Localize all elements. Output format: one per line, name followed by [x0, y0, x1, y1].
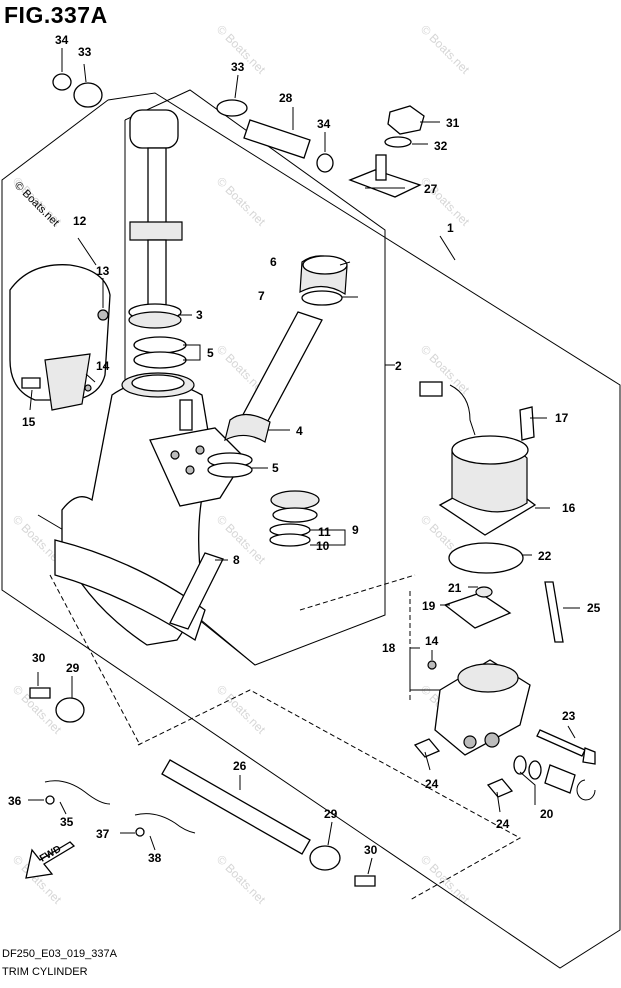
bolts-23-24 — [413, 729, 596, 798]
callout-31: 31 — [446, 116, 460, 130]
callout-28: 28 — [279, 91, 293, 105]
bracket-25 — [544, 581, 564, 643]
callout-33: 33 — [78, 45, 92, 59]
callout-25: 25 — [587, 601, 601, 615]
fitting-27-31-32 — [348, 105, 425, 198]
callout-13: 13 — [96, 264, 110, 278]
callout-2: 2 — [395, 359, 402, 373]
callout-35: 35 — [60, 815, 74, 829]
trim-pump-18 — [427, 586, 531, 756]
trim-motor-16 — [419, 381, 537, 574]
callout-27: 27 — [424, 182, 438, 196]
trim-rod-8 — [169, 552, 224, 630]
piston-rings-9-10-11 — [269, 490, 320, 547]
callout-17: 17 — [555, 411, 569, 425]
callout-1: 1 — [447, 221, 454, 235]
valve-20 — [513, 755, 596, 801]
callout-26: 26 — [233, 759, 247, 773]
callout-33: 33 — [231, 60, 245, 74]
callout-21: 21 — [448, 581, 462, 595]
callout-15: 15 — [22, 415, 36, 429]
watermark: © Boats.net — [214, 174, 269, 229]
callout-labels: 1 2 3 4 5 5 6 7 8 9 10 11 12 13 14 14 15… — [8, 33, 601, 865]
figure-caption: TRIM CYLINDER — [2, 966, 88, 978]
watermark: © Boats.net — [418, 22, 473, 77]
corner-watermark: © Boats.net — [12, 180, 61, 229]
callout-14: 14 — [96, 359, 110, 373]
trim-cylinder-body — [54, 109, 246, 646]
ground-wires — [44, 780, 196, 837]
callout-22: 22 — [538, 549, 552, 563]
pin-26-group — [29, 687, 376, 887]
callout-29: 29 — [66, 661, 80, 675]
callout-20: 20 — [540, 807, 554, 821]
callout-6: 6 — [270, 255, 277, 269]
watermark: © Boats.net — [418, 852, 473, 907]
watermark: © Boats.net — [214, 852, 269, 907]
callout-30: 30 — [32, 651, 46, 665]
callout-11: 11 — [318, 525, 331, 539]
callout-36: 36 — [8, 794, 22, 808]
callout-8: 8 — [233, 553, 240, 567]
callout-34: 34 — [317, 117, 331, 131]
callout-34: 34 — [55, 33, 69, 47]
trim-piston-rod — [224, 255, 348, 443]
callout-18: 18 — [382, 641, 396, 655]
callout-16: 16 — [562, 501, 576, 515]
callout-10: 10 — [316, 539, 330, 553]
callout-32: 32 — [434, 139, 448, 153]
callout-5: 5 — [207, 346, 214, 360]
callout-24: 24 — [496, 817, 510, 831]
seal-rings-3-5 — [128, 303, 253, 478]
callout-12: 12 — [73, 214, 87, 228]
callout-9: 9 — [352, 523, 359, 537]
callout-37: 37 — [96, 827, 110, 841]
svg-text:FWD: FWD — [38, 844, 63, 865]
callout-24: 24 — [425, 777, 439, 791]
watermark: © Boats.net — [214, 682, 269, 737]
callout-38: 38 — [148, 851, 162, 865]
fwd-arrow: FWD — [25, 841, 76, 879]
callout-19: 19 — [422, 599, 436, 613]
callout-7: 7 — [258, 289, 265, 303]
callout-14: 14 — [425, 634, 439, 648]
callout-3: 3 — [196, 308, 203, 322]
pin-top-group — [52, 73, 334, 173]
callout-30: 30 — [364, 843, 378, 857]
figure-code: DF250_E03_019_337A — [2, 948, 117, 960]
callout-4: 4 — [296, 424, 303, 438]
figure-title: FIG.337A — [4, 2, 108, 28]
callout-5: 5 — [272, 461, 279, 475]
leader-lines — [28, 48, 580, 875]
callout-29: 29 — [324, 807, 338, 821]
callout-23: 23 — [562, 709, 576, 723]
cover-12 — [9, 264, 111, 411]
